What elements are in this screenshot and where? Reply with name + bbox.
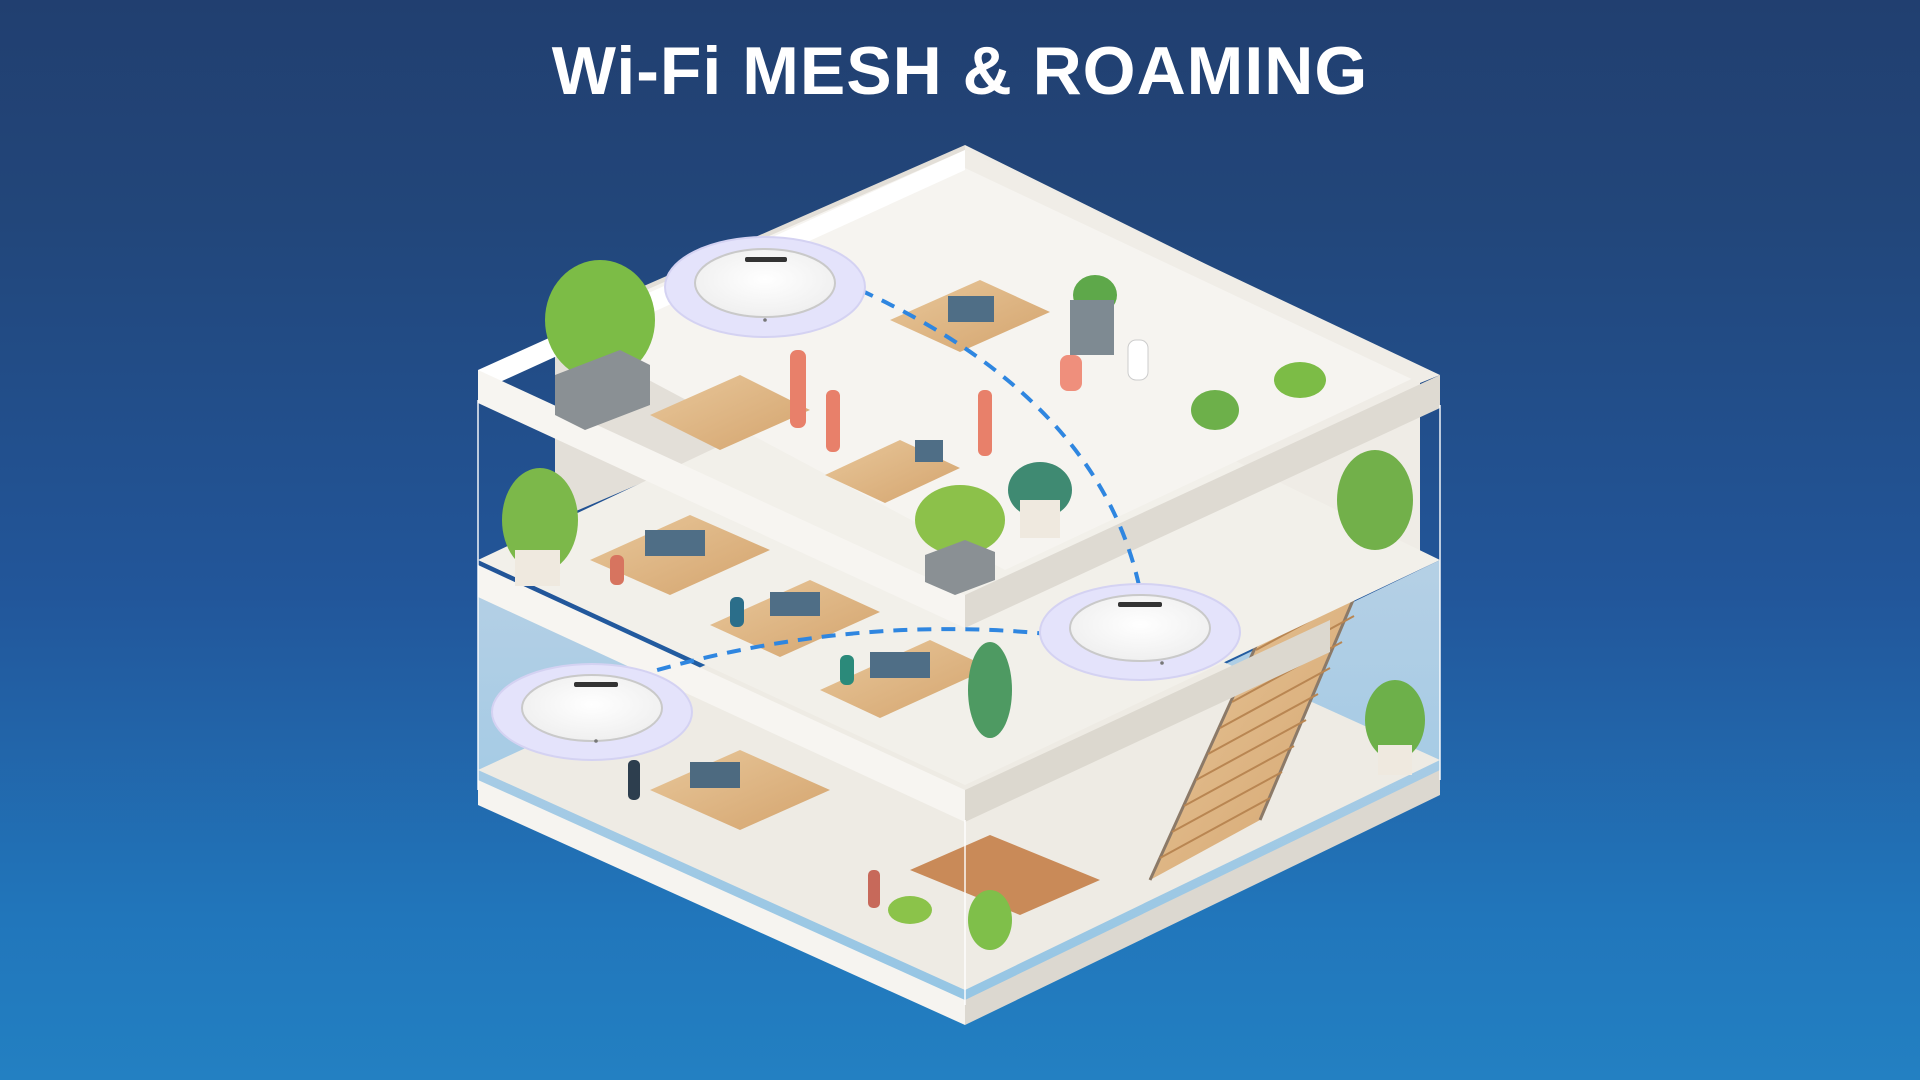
page-title: Wi-Fi MESH & ROAMING — [551, 33, 1369, 109]
access-point-top[interactable] — [664, 236, 866, 338]
access-point-middle[interactable] — [1039, 583, 1241, 681]
plant — [915, 485, 1005, 595]
glass-frame — [477, 400, 1441, 1005]
access-point-ground[interactable] — [491, 663, 693, 761]
mesh-link-middle-to-ground — [639, 627, 1076, 677]
mesh-links — [639, 288, 1142, 677]
mesh-link-top-to-middle — [859, 288, 1142, 591]
plant — [545, 260, 655, 430]
